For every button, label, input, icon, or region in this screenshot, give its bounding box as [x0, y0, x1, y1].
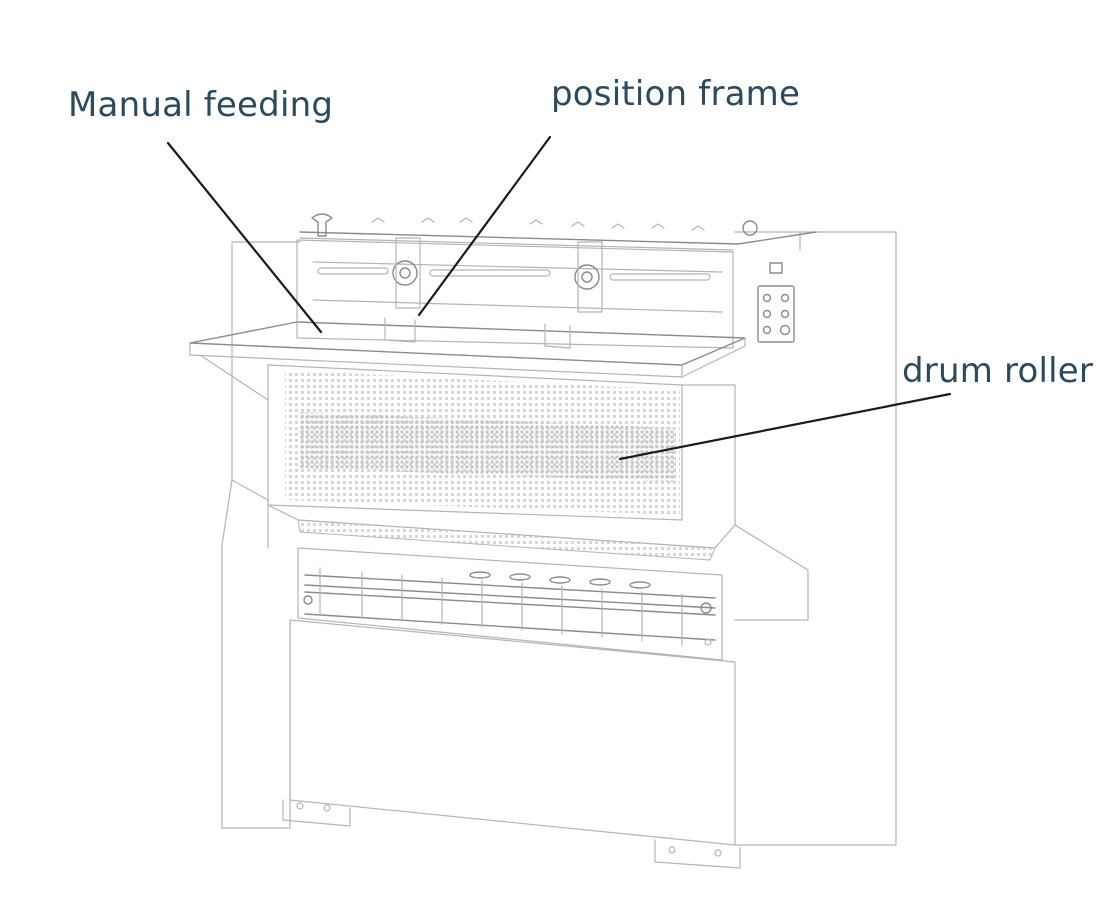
lower-front-cabinet — [289, 619, 736, 846]
top-assembly — [296, 239, 734, 349]
base-right — [654, 839, 741, 869]
label-drum-roller: drum roller — [902, 351, 1094, 391]
control-panel — [757, 285, 795, 343]
right-cabinet-panel — [734, 231, 897, 846]
top-knob — [311, 213, 333, 237]
drum-housing — [267, 364, 683, 521]
pointer-line-manual-feeding — [166, 141, 323, 334]
pointer-line-drum-roller — [618, 392, 952, 461]
label-position-frame: position frame — [551, 74, 801, 114]
label-manual-feeding: Manual feeding — [68, 85, 334, 125]
handwheel-left — [392, 260, 418, 286]
base-left — [282, 799, 351, 827]
handwheel-right — [574, 264, 600, 290]
machine-sketch — [189, 213, 897, 869]
pointer-line-position-frame — [417, 135, 552, 317]
roller-frame — [297, 547, 723, 661]
left-side-frame — [221, 241, 291, 829]
